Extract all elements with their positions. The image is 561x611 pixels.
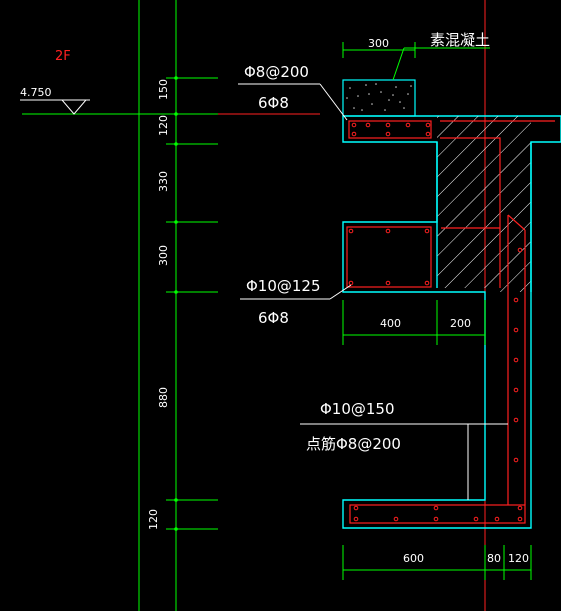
middle-stirrup: Φ10@125: [246, 277, 321, 295]
plain-concrete-speckle: [346, 83, 412, 111]
slab-rebar-cage: [348, 120, 432, 139]
vertical-dimension-ticks: [166, 77, 218, 530]
top-rebar: [440, 120, 555, 288]
dim-300: 300: [368, 37, 389, 50]
mid-dimension-lines: [342, 300, 486, 345]
dim-v-5: 120: [147, 509, 160, 530]
wall-main: Φ10@150: [320, 400, 395, 418]
middle-longitudinal: 6Φ8: [258, 309, 289, 327]
dim-v-1: 120: [157, 115, 170, 136]
dim-v-2: 330: [157, 171, 170, 192]
rebar-dots: [348, 122, 523, 522]
hatched-concrete: [437, 116, 531, 292]
dim-120: 120: [508, 552, 529, 565]
wall-distribution: 点筋Φ8@200: [306, 435, 401, 453]
slab-longitudinal: 6Φ8: [258, 94, 289, 112]
dim-200: 200: [450, 317, 471, 330]
plain-concrete-block: [342, 79, 416, 117]
dim-v-3: 300: [157, 245, 170, 266]
dim-80: 80: [487, 552, 501, 565]
vertical-dimension-dots: [174, 76, 178, 531]
elevation-value: 4.750: [20, 86, 52, 99]
dim-v-4: 880: [157, 387, 170, 408]
dim-v-0: 150: [157, 79, 170, 100]
plain-concrete-label: 素混凝土: [430, 31, 490, 49]
middle-rebar-cage: [346, 226, 432, 288]
slab-stirrup: Φ8@200: [244, 63, 309, 81]
bottom-dimension-lines: [342, 545, 532, 580]
bottom-rebar-cage: [349, 504, 526, 524]
dim-600: 600: [403, 552, 424, 565]
floor-label: 2F: [55, 49, 71, 64]
dim-400: 400: [380, 317, 401, 330]
wall-rebar: [507, 214, 526, 505]
elevation-triangle-icon: [60, 99, 88, 115]
